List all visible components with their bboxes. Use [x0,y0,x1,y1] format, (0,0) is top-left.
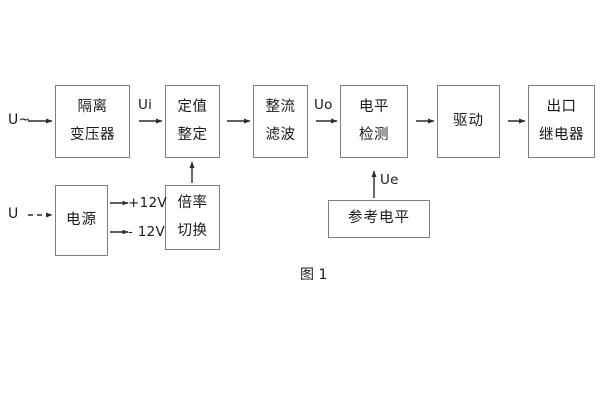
block-line: 继电器 [539,127,584,143]
block-line: 电源 [66,211,97,228]
block-drive: 驱动 [437,85,500,158]
label-ui: Ui [138,97,153,113]
block-reference-level: 参考电平 [328,200,430,238]
block-line: 切换 [177,223,208,239]
block-power-supply: 电源 [55,185,108,256]
block-line: 电平 [359,98,389,115]
label-ue: Ue [380,172,399,188]
block-rectify-filter: 整流 滤波 [253,85,308,158]
block-line: 驱动 [453,112,484,129]
label-uo: Uo [314,97,333,113]
block-line: 定值 [177,98,208,115]
label-input-dc: U [8,206,19,222]
label-neg-supply: - 12V [128,224,166,240]
block-line: 出口 [546,98,577,115]
label-input-ac: U~ [8,112,31,128]
label-pos-supply: +12V [128,195,167,211]
block-line: 隔离 [77,98,108,115]
block-output-relay: 出口 继电器 [528,85,595,158]
block-level-detection: 电平 检测 [340,85,408,158]
block-line: 整流 [265,98,296,115]
block-setting-value: 定值 整定 [165,85,220,158]
block-line: 检测 [359,127,389,143]
block-multiplier-switch: 倍率 切换 [165,185,220,250]
block-line: 整定 [177,127,208,143]
block-line: 滤波 [265,127,296,143]
block-line: 变压器 [70,127,115,143]
block-line: 倍率 [177,194,208,211]
block-line: 参考电平 [348,210,410,227]
block-isolation-transformer: 隔离 变压器 [55,85,130,158]
figure-caption: 图 1 [300,267,328,283]
